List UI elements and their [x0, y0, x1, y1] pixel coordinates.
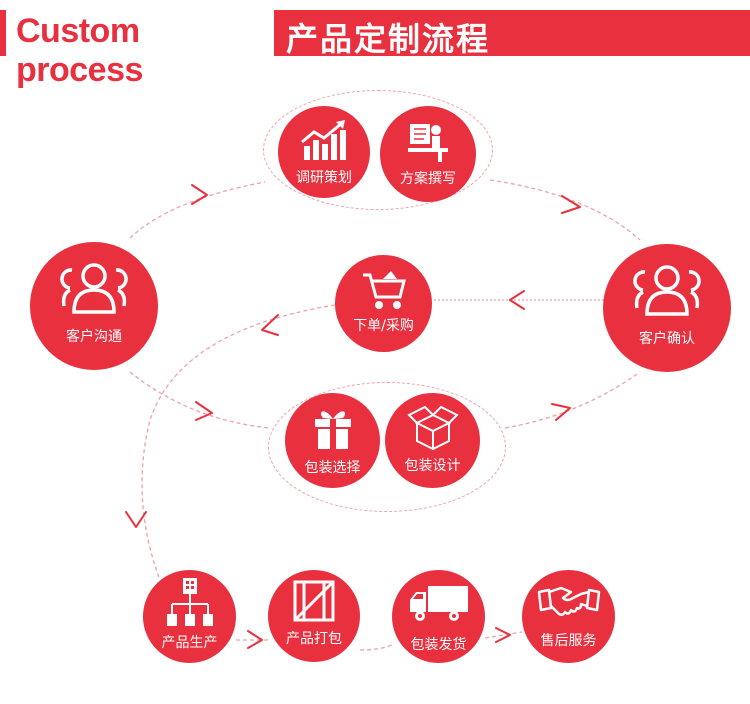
node-pack-select-label: 包装选择	[304, 460, 361, 476]
handshake-icon	[537, 586, 600, 616]
open-box-icon	[406, 405, 459, 451]
user-group-icon	[633, 265, 701, 316]
node-packing-label: 产品打包	[286, 631, 342, 647]
header-chinese-title: 产品定制流程	[286, 20, 491, 58]
arrow-to-confirm	[561, 195, 581, 214]
node-proposal-label: 方案撰写	[400, 171, 456, 187]
gift-box-icon	[314, 411, 351, 449]
arrow-to-aftersales	[495, 627, 511, 643]
node-after-sales-label: 售后服务	[540, 633, 597, 649]
connector-communication-to-packselect	[129, 371, 271, 429]
node-after-sales: 售后服务	[522, 570, 615, 663]
arrow-to-order	[509, 290, 525, 310]
user-group-icon	[60, 263, 128, 314]
connector-order-to-production	[141, 304, 336, 581]
node-communication-label: 客户沟通	[66, 329, 122, 345]
node-confirm-label: 客户确认	[639, 331, 695, 347]
delivery-truck-icon	[409, 586, 468, 621]
node-shipping-label: 包装发货	[410, 637, 467, 653]
connector-packing-to-shipping	[359, 644, 393, 651]
bar-chart-growth-icon	[301, 120, 346, 160]
top-group-ellipse	[263, 90, 493, 210]
node-pack-design: 包装设计	[385, 393, 480, 488]
node-order: 下单/采购	[335, 255, 432, 352]
node-production-label: 产品生产	[161, 635, 218, 651]
node-pack-select: 包装选择	[285, 393, 380, 488]
node-pack-design-label: 包装设计	[404, 458, 461, 474]
shopping-cart-icon	[362, 271, 406, 309]
node-research: 调研策划	[278, 106, 370, 198]
person-at-desk-icon	[408, 124, 448, 162]
middle-group-ellipse	[268, 382, 506, 512]
arrow-left-loop	[261, 314, 279, 336]
node-research-label: 调研策划	[296, 170, 352, 186]
arrow-to-packselect	[195, 401, 213, 421]
node-order-label: 下单/采购	[353, 318, 414, 334]
header-chinese: 产品定制流程	[274, 10, 750, 58]
header-english: Custom process	[0, 10, 270, 89]
connector-proposal-to-confirm	[489, 179, 641, 241]
connector-shipping-to-aftersales	[484, 631, 523, 639]
connector-packdesign-to-confirm	[504, 371, 641, 429]
node-confirm: 客户确认	[603, 244, 731, 372]
connector-communication-to-research	[129, 181, 266, 239]
arrow-to-packing	[247, 630, 263, 649]
header-english-title: Custom process	[16, 12, 143, 89]
node-proposal: 方案撰写	[380, 106, 476, 202]
arrow-to-confirm-lower	[551, 403, 571, 421]
node-production: 产品生产	[143, 570, 236, 663]
node-communication: 客户沟通	[30, 242, 158, 370]
node-packing: 产品打包	[268, 570, 360, 662]
arrow-to-research	[191, 184, 208, 205]
arrow-down-to-production	[125, 511, 147, 528]
org-chart-icon	[166, 578, 213, 626]
crate-icon	[293, 580, 335, 622]
node-shipping: 包装发货	[392, 570, 485, 663]
